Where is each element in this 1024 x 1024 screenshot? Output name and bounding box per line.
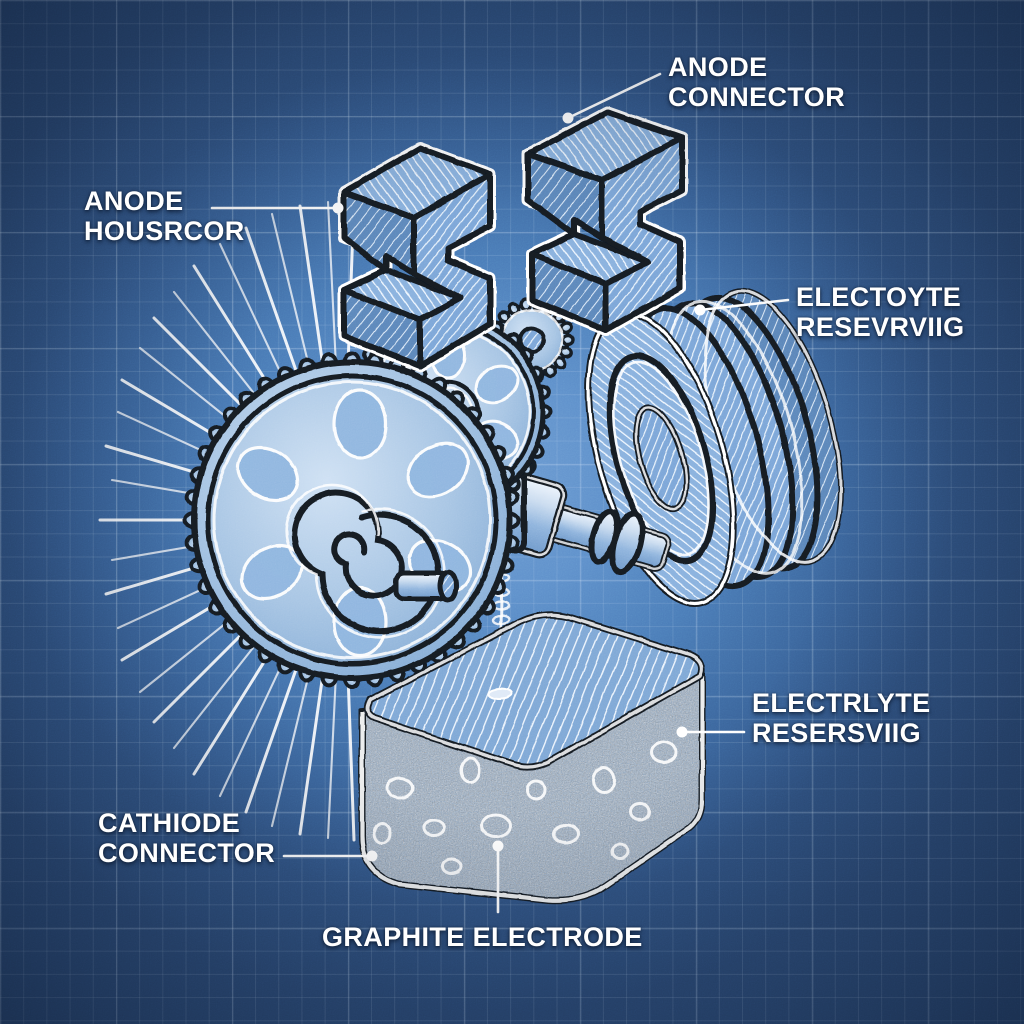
callout-electrolyte-reservoir-upper: ELECTOYTE RESEVRVIIG bbox=[796, 282, 965, 343]
callout-anode-housing: ANODE HOUSRCOR bbox=[84, 186, 245, 247]
callout-anode-connector: ANODE CONNECTOR bbox=[668, 52, 846, 113]
callout-electrolyte-reservoir-lower: ELECTRLYTE RESERSVIIG bbox=[752, 688, 931, 749]
callout-cathode-connector: CATHIODE CONNECTOR bbox=[98, 808, 276, 869]
callout-graphite-electrode: GRAPHITE ELECTRODE bbox=[322, 922, 643, 952]
